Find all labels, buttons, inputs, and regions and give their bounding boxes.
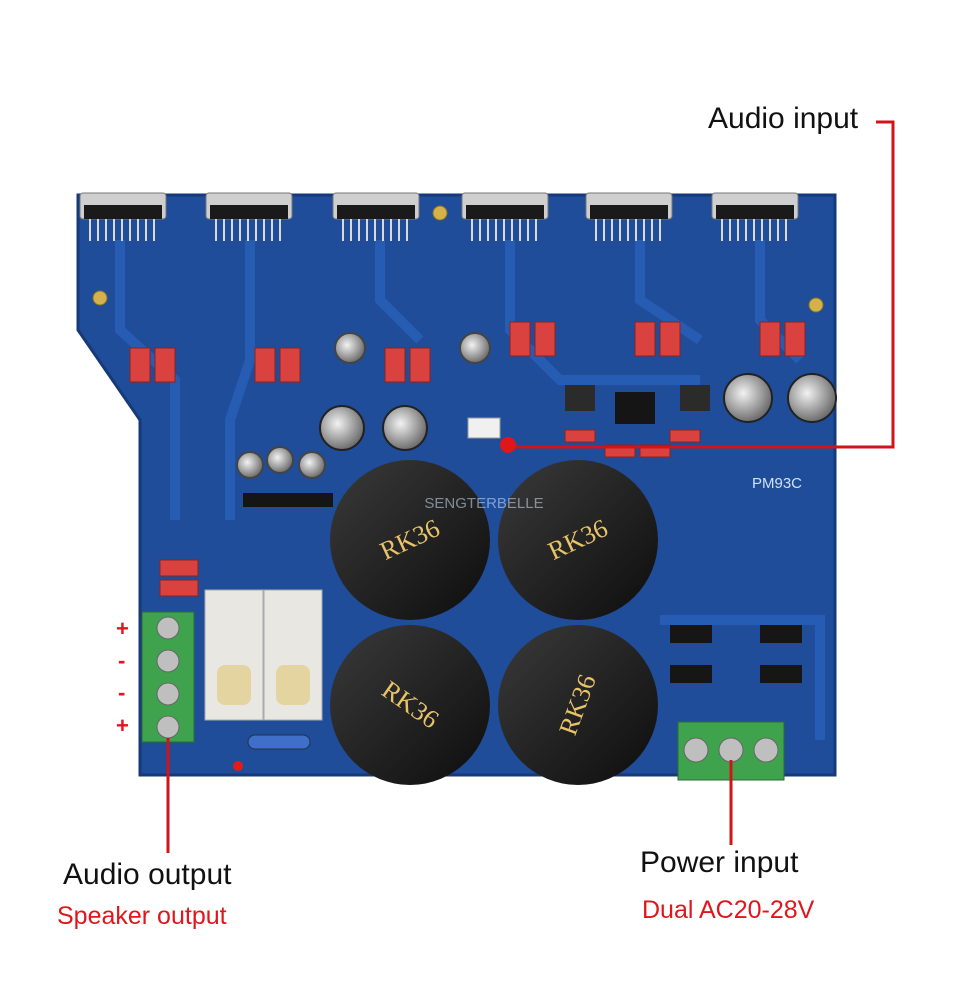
speaker-terminal: [141, 611, 195, 743]
relays: [204, 589, 323, 721]
watermark-text: SENGTERBELLE: [424, 495, 543, 512]
filter-capacitors: RK36 RK36 RK36 RK36: [330, 460, 658, 785]
audio-input-label: Audio input: [708, 102, 859, 135]
audio-input-marker: [500, 437, 516, 453]
terminal-sign: +: [116, 713, 129, 738]
terminal-sign: -: [118, 648, 126, 673]
speaker-output-label: Speaker output: [57, 902, 227, 930]
terminal-sign: +: [116, 616, 129, 641]
power-input-label: Power input: [640, 846, 799, 879]
board-model-label: PM93C: [752, 475, 802, 492]
power-transistors: [79, 192, 799, 241]
terminal-sign: -: [118, 680, 126, 705]
audio-output-label: Audio output: [63, 858, 232, 891]
callout-lines: [166, 120, 895, 853]
power-spec-label: Dual AC20-28V: [642, 896, 815, 924]
